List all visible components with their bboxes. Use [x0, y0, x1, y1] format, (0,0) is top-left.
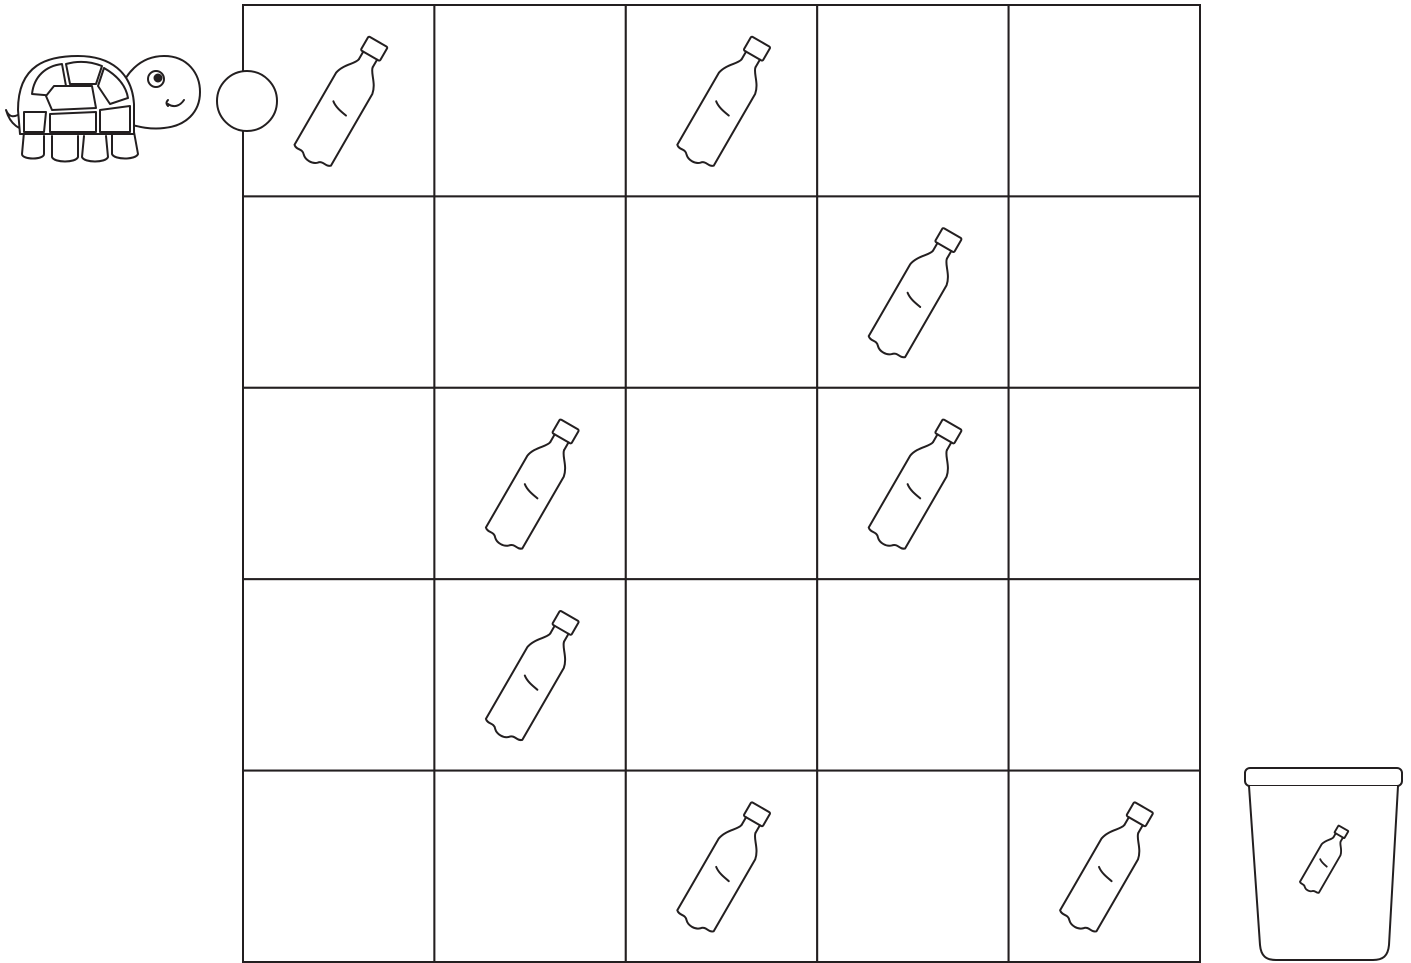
grid-cell-r5-c4[interactable] [817, 771, 1008, 962]
grid-cell-r3-c5[interactable] [1009, 388, 1200, 579]
grid-cell-r5-c1[interactable] [243, 771, 434, 962]
grid-cell-r4-c5[interactable] [1009, 579, 1200, 770]
grid-cell-r1-c4[interactable] [817, 5, 1008, 196]
grid-cell-r4-c3[interactable] [626, 579, 817, 770]
start-marker-circle [217, 71, 277, 131]
turtle-icon[interactable] [6, 56, 200, 162]
grid-cell-r5-c2[interactable] [434, 771, 625, 962]
grid-cell-r4-c4[interactable] [817, 579, 1008, 770]
grid-cell-r2-c3[interactable] [626, 196, 817, 387]
grid-cell-r3-c3[interactable] [626, 388, 817, 579]
grid-cell-r2-c1[interactable] [243, 196, 434, 387]
grid-cell-r2-c5[interactable] [1009, 196, 1200, 387]
grid-cell-r4-c1[interactable] [243, 579, 434, 770]
grid-cell-r1-c5[interactable] [1009, 5, 1200, 196]
grid-cell-r1-c2[interactable] [434, 5, 625, 196]
grid-cell-r3-c1[interactable] [243, 388, 434, 579]
grid-cell-r2-c2[interactable] [434, 196, 625, 387]
